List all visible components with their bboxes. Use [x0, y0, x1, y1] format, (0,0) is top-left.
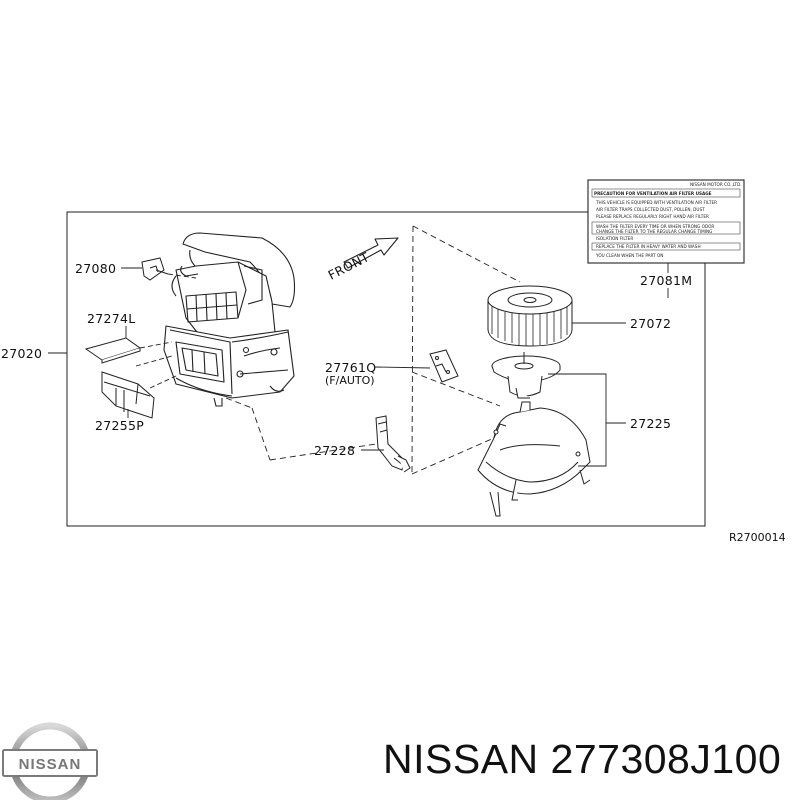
callout-27761q-sub: (F/AUTO) [325, 374, 375, 387]
leader-27225-bracket [548, 373, 607, 467]
callout-27274l: 27274L [87, 311, 136, 326]
callout-27081m: 27081M [640, 273, 692, 288]
blower-housing-drawing [163, 232, 296, 407]
callout-27225: 27225 [630, 416, 671, 431]
blower-case-drawing [477, 401, 591, 517]
front-arrow: FRONT [326, 237, 399, 283]
callout-27080: 27080 [75, 261, 116, 276]
leader-27761q [374, 366, 431, 369]
filter-27274l-drawing [84, 337, 142, 364]
caution-line-4: WASH THE FILTER EVERY TIME OR WHEN STRON… [596, 224, 714, 229]
caution-line-3: PLEASE REPLACE REGULARLY RIGHT HAND AIR … [596, 214, 709, 219]
callout-27020: 27020 [1, 346, 42, 361]
diagram-ref-code: R2700014 [729, 531, 786, 544]
dash-27255p [149, 375, 177, 389]
motor-drawing [491, 352, 561, 399]
caution-line-8: YOU CLEAN WHEN THE PART ON [595, 253, 663, 258]
front-label: FRONT [326, 249, 372, 282]
dash-27255p-b [135, 355, 173, 367]
dash-27080 [167, 273, 197, 279]
fan-27072-drawing [487, 285, 573, 347]
assembly-frame [66, 211, 706, 527]
callout-27228: 27228 [314, 443, 355, 458]
caution-line-5: CHANGE THE FILTER TO THE REGULAR CHANGE … [596, 229, 712, 234]
caution-line-7: REPLACE THE FILTER IN HEAVY WATER AND WA… [596, 244, 701, 249]
nissan-logo: NISSAN [2, 722, 98, 804]
filter-27255p-drawing [101, 371, 155, 419]
part-caption: NISSAN 277308J100 [383, 736, 782, 782]
caution-maker: NISSAN MOTOR CO.,LTD. [690, 182, 742, 187]
callout-27761q: 27761Q [325, 360, 376, 375]
callout-27255p: 27255P [95, 418, 144, 433]
assembly-dash-lines [225, 225, 521, 475]
dash-27274l [139, 341, 173, 349]
caution-line-1: THIS VEHICLE IS EQUIPPED WITH VENTILATIO… [595, 200, 717, 205]
clip-27080-drawing [141, 257, 169, 281]
resistor-27761q-drawing [429, 349, 459, 383]
caution-label-27081m: NISSAN MOTOR CO.,LTD. PRECAUTION FOR VEN… [587, 179, 745, 264]
caution-title: PRECAUTION FOR VENTILATION AIR FILTER US… [594, 191, 712, 196]
hose-27228-drawing [375, 415, 411, 473]
callout-27072: 27072 [630, 316, 671, 331]
logo-text: NISSAN [19, 756, 82, 773]
caution-line-2: AIR FILTER TRAPS COLLECTED DUST, POLLEN,… [596, 207, 705, 212]
caution-line-6: ISOLATION FILTER [596, 236, 633, 241]
